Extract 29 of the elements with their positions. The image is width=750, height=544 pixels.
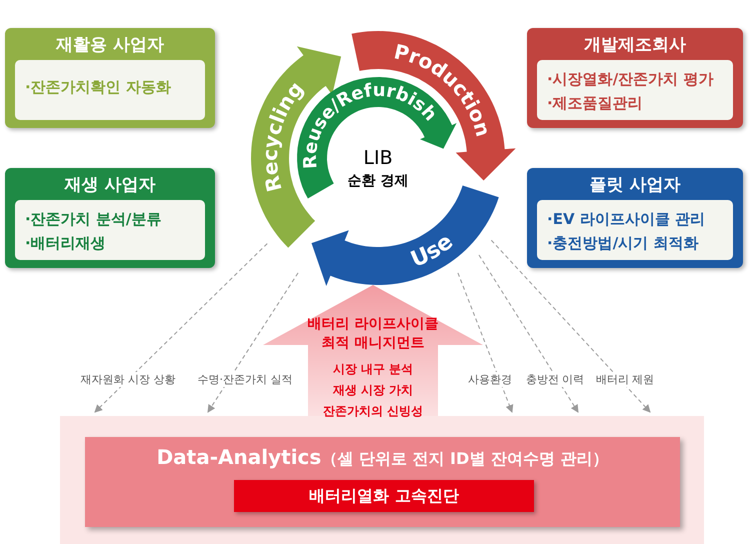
bullet-item: ·잔존가치 분석/분류 bbox=[25, 209, 162, 230]
card-heading: 플릿 사업자 bbox=[588, 174, 682, 196]
card-heading: 개발제조회사 bbox=[583, 34, 687, 56]
bullet-item: ·배터리재생 bbox=[25, 233, 107, 254]
dashed-arrow bbox=[207, 272, 299, 413]
actor-card bbox=[527, 28, 743, 128]
bullet-item: ·제조품질관리 bbox=[547, 93, 644, 114]
arrow-item: 재생 시장 가치 bbox=[332, 382, 414, 399]
edge-label: 재자원화 시장 상황 bbox=[78, 372, 178, 387]
dashed-arrow bbox=[490, 240, 651, 413]
dashed-arrow bbox=[457, 272, 514, 413]
actor-card bbox=[527, 168, 743, 268]
bullet-item: ·시장열화/잔존가치 평가 bbox=[547, 69, 714, 90]
card-heading: 재생 사업자 bbox=[63, 174, 156, 196]
dashed-arrow bbox=[94, 243, 268, 413]
analytics-box bbox=[85, 437, 680, 527]
arrow-item: 시장 내구 분석 bbox=[332, 361, 414, 378]
arrow-item: 잔존가치의 신빙성 bbox=[322, 403, 424, 420]
bullet-item: ·EV 라이프사이클 관리 bbox=[547, 209, 706, 230]
diagnosis-box: 배터리열화 고속진단 bbox=[234, 480, 534, 512]
bullet-item: ·잔존가치확인 자동화 bbox=[25, 77, 172, 98]
panel-background bbox=[60, 416, 704, 544]
analytics-title: Data-Analytics（셀 단위로 전지 ID별 잔여수명 관리） bbox=[156, 445, 610, 470]
card-heading: 재활용 사업자 bbox=[54, 34, 165, 56]
actor-card bbox=[5, 28, 215, 128]
actor-card bbox=[5, 168, 215, 268]
arrow-heading: 배터리 라이프사이클 최적 매니지먼트 bbox=[306, 315, 440, 353]
dashed-arrow bbox=[478, 254, 579, 413]
bullet-item: ·충전방법/시기 최적화 bbox=[547, 233, 700, 254]
